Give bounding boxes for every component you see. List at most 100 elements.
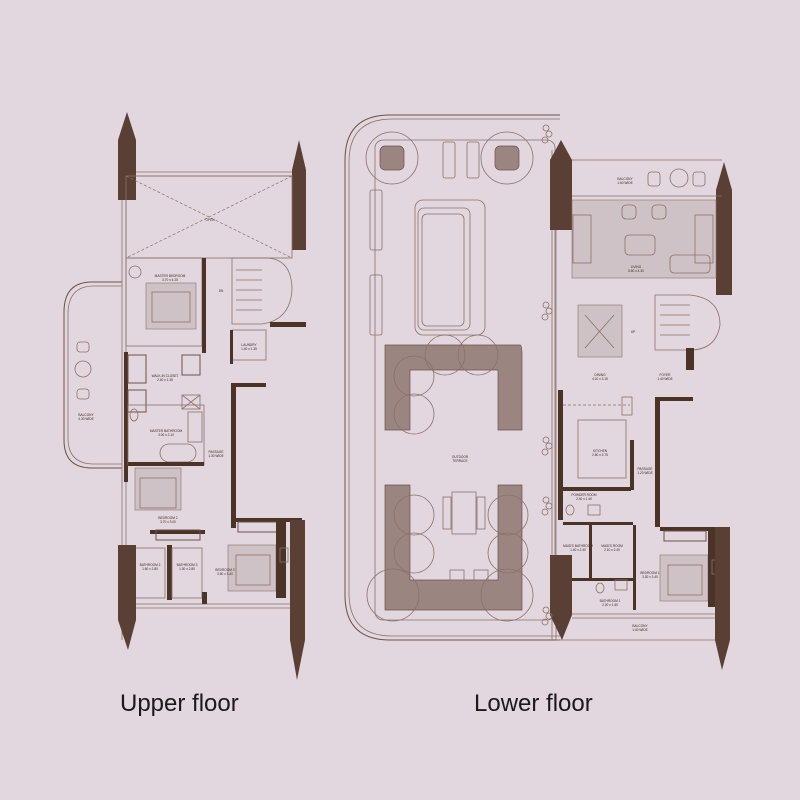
- room-size: 2.40 x 1.35: [157, 378, 173, 382]
- lower-top-left-pier: [550, 140, 572, 230]
- room-label: BALCONY: [632, 624, 648, 628]
- room-size: 1.60 WIDE: [632, 628, 647, 632]
- balcony-chair-icon: [76, 388, 90, 400]
- sofa-icon: [694, 214, 714, 264]
- sun-lounger-icon: [442, 141, 456, 179]
- upper-floor-plan: BALCONY 4.30 WIDE OPEN MASTER BEDROOM 3.…: [63, 112, 306, 680]
- room-label: LIVING: [631, 265, 642, 269]
- lower-floor-plan: BALCONY 1.60 WIDE LIVING 5.60 x 4.30 UP …: [541, 124, 732, 670]
- balcony-chair-icon: [692, 171, 706, 187]
- room-label: KITCHEN: [593, 449, 608, 453]
- stair-direction-label: UP: [631, 330, 635, 334]
- toilet-icon: [129, 408, 139, 422]
- room-label: PASSAGE: [638, 467, 653, 471]
- toilet-icon: [595, 582, 605, 594]
- terrace-label: OUTDOOR: [452, 455, 469, 459]
- room-label: BATHROOM 3: [177, 563, 198, 567]
- room-label: POWDER ROOM: [571, 493, 596, 497]
- room-label: FOYER: [660, 373, 672, 377]
- planter-icon: [494, 145, 520, 171]
- lower-bottom-left-pier: [550, 555, 572, 640]
- room-size: 2.10 x 2.40: [604, 548, 620, 552]
- sectional-sofa-icon: [384, 484, 523, 611]
- upper-top-left-pier: [118, 112, 136, 200]
- balcony-chair-icon: [647, 171, 661, 187]
- planter-icon: [379, 145, 405, 171]
- terrace-outline: [344, 114, 560, 641]
- master-bed-icon: [145, 282, 197, 330]
- shower-icon: [181, 394, 201, 410]
- room-label: BEDROOM 1: [640, 571, 659, 575]
- bathtub-icon: [159, 443, 197, 463]
- stair-direction-label: DN: [219, 289, 224, 293]
- room-size: 1.30 x 2.80: [179, 567, 195, 571]
- room-size: 1.60 WIDE: [617, 181, 632, 185]
- bed-icon: [134, 467, 182, 511]
- sink-icon: [614, 579, 628, 591]
- upper-top-right-pier: [292, 140, 306, 250]
- lower-floor-caption: Lower floor: [474, 690, 593, 717]
- sectional-sofa-icon: [384, 344, 523, 431]
- toilet-icon: [565, 504, 575, 516]
- room-label: LAUNDRY: [241, 343, 257, 347]
- armchair-icon: [621, 204, 637, 220]
- bed-icon: [659, 554, 709, 602]
- sun-lounger-icon: [466, 141, 480, 179]
- room-label: MAID'S BATHROOM: [563, 544, 593, 548]
- dining-table-icon: [451, 491, 477, 535]
- room-size: 3.60 x 3.40: [217, 572, 233, 576]
- kitchen-island-icon: [577, 419, 627, 479]
- room-label: WALK-IN CLOSET: [152, 374, 179, 378]
- room-label: BEDROOM 3: [215, 568, 234, 572]
- staircase-icon: [654, 294, 721, 351]
- armchair-icon: [651, 204, 667, 220]
- room-label: PASSAGE: [209, 450, 224, 454]
- room-size: 3.70 x 4.25: [162, 278, 178, 282]
- room-size: 5.60 x 4.30: [628, 269, 644, 273]
- upper-balcony-outline: [63, 281, 122, 469]
- staircase-icon: [231, 257, 293, 325]
- room-size: 3.30 x 3.40: [642, 575, 658, 579]
- outdoor-terrace-plan: OUTDOOR TERRACE: [344, 114, 560, 641]
- bed-icon: [227, 544, 277, 592]
- room-size: 3.00 x 2.10: [158, 433, 174, 437]
- vanity-icon: [187, 411, 203, 443]
- room-size: 1.40 x 2.40: [570, 548, 586, 552]
- pool-icon: [414, 199, 486, 336]
- upper-bottom-left-pier: [118, 545, 136, 650]
- room-label: OPEN: [205, 218, 215, 222]
- room-label: BATHROOM 2: [140, 563, 161, 567]
- room-size: 3.70 x 3.00: [160, 520, 176, 524]
- room-size: 1.40 x 1.35: [241, 347, 257, 351]
- room-size: 4.10 x 3.15: [592, 377, 608, 381]
- room-size: 1.30 WIDE: [208, 454, 223, 458]
- armchair-icon: [128, 265, 142, 279]
- upper-floor-caption: Upper floor: [120, 690, 239, 717]
- coffee-table-icon: [624, 234, 656, 256]
- room-label: MASTER BATHROOM: [150, 429, 183, 433]
- living-room-area: [571, 199, 717, 279]
- terrace-label: TERRACE: [452, 459, 467, 463]
- room-size: 1.60 x 2.80: [142, 567, 158, 571]
- sofa-icon: [572, 214, 592, 264]
- room-size: 1.40 WIDE: [657, 377, 672, 381]
- room-label: MASTER BEDROOM: [155, 274, 186, 278]
- lower-top-right-pier: [716, 162, 732, 295]
- balcony-table-icon: [669, 168, 689, 188]
- balcony-table-icon: [74, 360, 92, 378]
- balcony-chair-icon: [76, 341, 90, 353]
- room-size: 4.30 WIDE: [78, 417, 93, 421]
- shrub-icons: [541, 124, 553, 626]
- room-label: BALCONY: [617, 177, 633, 181]
- room-size: 2.80 x 3.75: [592, 453, 608, 457]
- room-label: DINING: [594, 373, 606, 377]
- room-size: 2.20 x 1.60: [602, 603, 618, 607]
- room-label: BALCONY: [78, 413, 94, 417]
- room-label: BATHROOM 1: [600, 599, 621, 603]
- lower-bottom-right-pier: [715, 527, 730, 670]
- sink-icon: [587, 504, 601, 516]
- room-label: BEDROOM 2: [158, 516, 177, 520]
- room-label: MAID'S ROOM: [601, 544, 623, 548]
- upper-bottom-right-pier: [290, 520, 305, 680]
